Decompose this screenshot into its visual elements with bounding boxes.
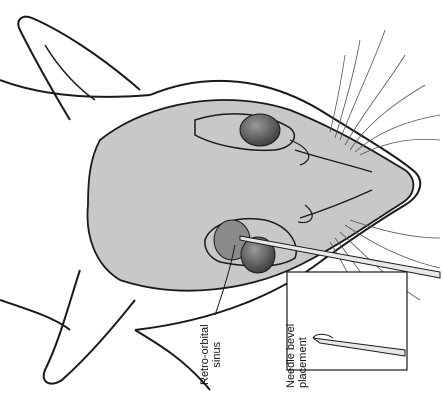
eye-top — [240, 114, 280, 146]
needle-label-line1: Needle bevel — [285, 324, 297, 388]
needle-label-line2: placement — [297, 324, 309, 388]
ear-top-outline — [18, 17, 140, 120]
sinus-label-line1: Retro-orbital — [199, 324, 211, 385]
retro-orbital-sinus-label: Retro-orbital sinus — [199, 324, 223, 385]
ear-bottom-outline — [44, 270, 135, 384]
sinus-label-line2: sinus — [211, 324, 223, 385]
needle-bevel-label: Needle bevel placement — [285, 324, 309, 388]
